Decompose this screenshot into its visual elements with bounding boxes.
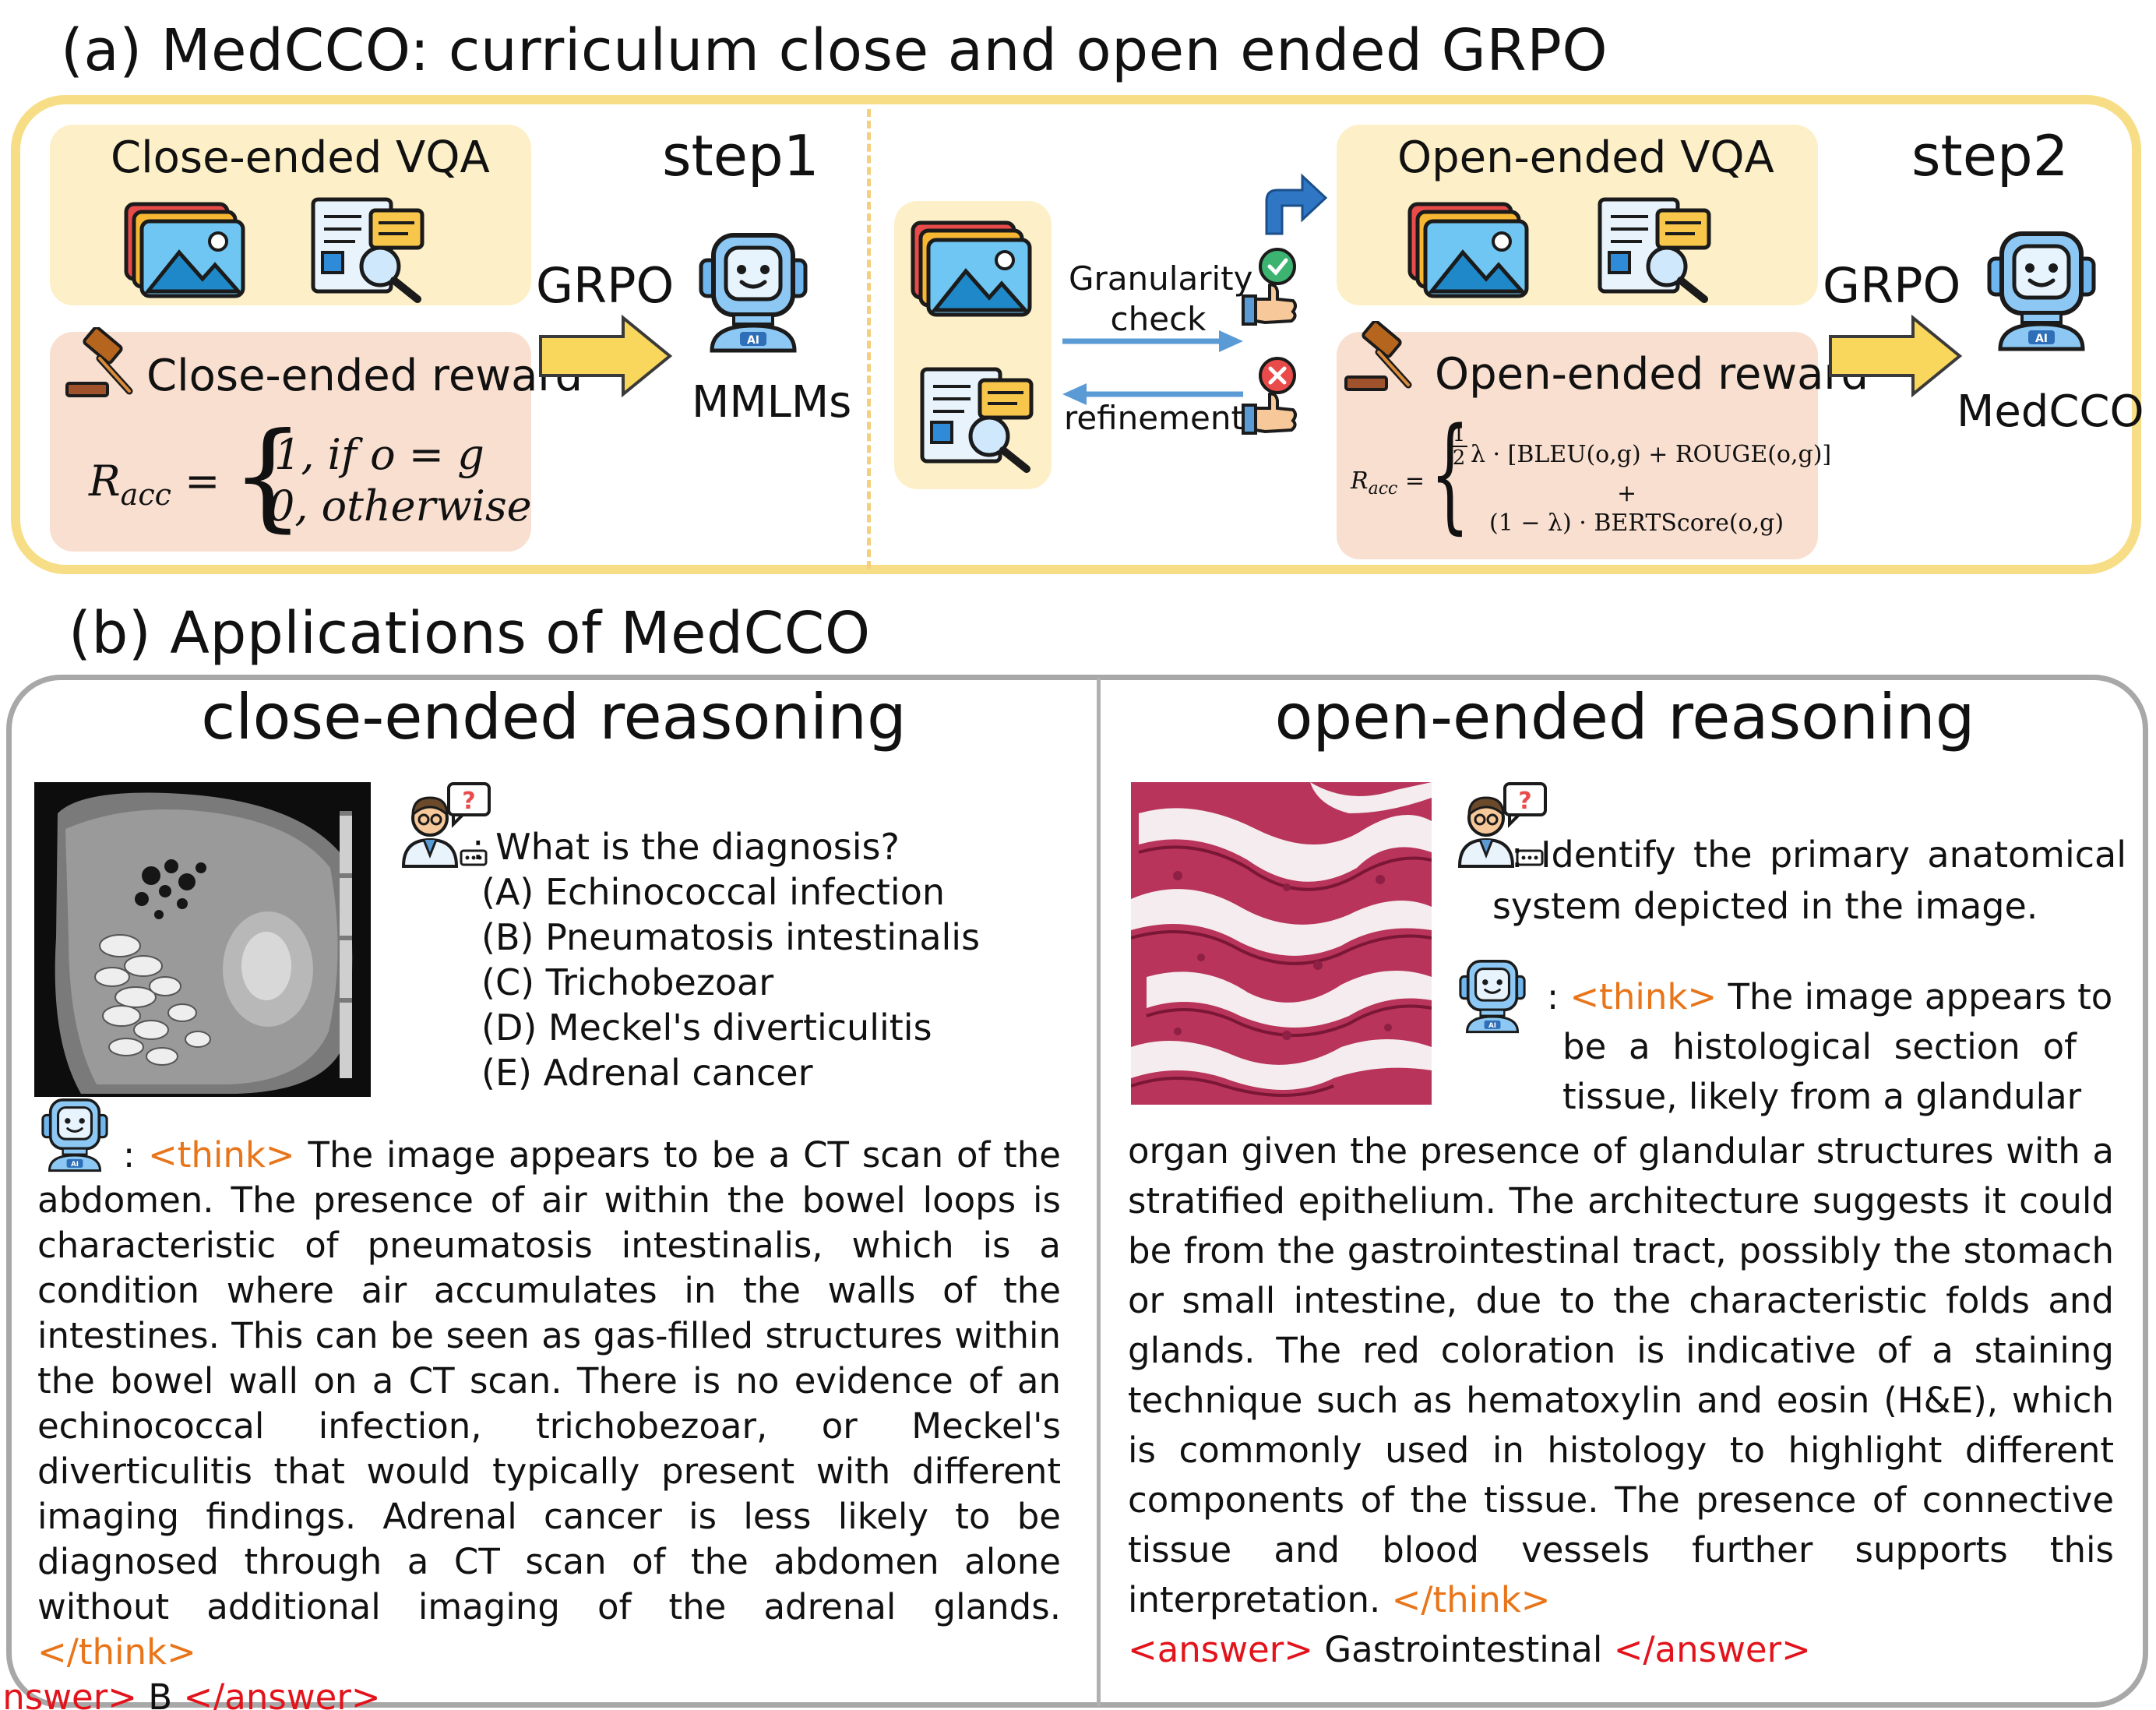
open-think-close: </think> [1391,1579,1551,1620]
open-formula-r: R [1351,467,1369,495]
open-reasoning-head: : <think> The image appears to be a hist… [1547,972,2112,1122]
panel-b-title: (b) Applications of MedCCO [69,600,871,667]
granularity-label: Granularity check [1069,259,1253,340]
close-answer-open: <answer> [0,1677,137,1710]
refinement-label: refinement [1064,399,1244,437]
panel-a-title: (a) MedCCO: curriculum close and open en… [61,17,1608,84]
open-reasoning-line1-wrap: : <think> The image appears to [1547,972,2112,1022]
close-reasoning-body: The image appears to be a CT scan of the… [37,1134,1061,1627]
open-reward-label: Open-ended reward [1435,349,1869,400]
close-formula-case1: 1, if o = g [274,430,484,479]
close-answer-close: </answer> [183,1677,381,1710]
robot-icon: AI [1459,960,1526,1034]
close-option-a: (A) Echinococcal infection [481,871,946,913]
open-reasoning-text: organ given the presence of glandular st… [1128,1126,2114,1675]
close-vqa-label: Close-ended VQA [111,132,490,183]
open-reasoning-line1: The image appears to [1717,976,2113,1017]
granularity-line1: Granularity [1069,259,1253,298]
gavel-icon [65,327,133,397]
robot-icon: AI [699,233,808,353]
close-reasoning-text: : <think> The image appears to be a CT s… [0,1133,1061,1710]
open-reasoning-line3: tissue, likely from a glandular [1562,1076,2082,1117]
svg-text:AI: AI [1488,1022,1496,1030]
open-question: : Identify the primary anatomical [1511,832,2126,877]
close-think-close: </think> [37,1631,196,1673]
close-formula-case2: 0, otherwise [268,481,532,531]
ct-scan-image [34,782,371,1097]
step1-label: step1 [662,123,819,189]
open-formula-frac: 1 2 [1450,424,1467,469]
svg-text:?: ? [462,788,475,815]
open-reasoning-body: organ given the presence of glandular st… [1128,1130,2114,1620]
step1-grpo-label: GRPO [536,257,675,314]
open-vqa-label: Open-ended VQA [1397,132,1774,183]
close-think-open: <think> [147,1134,295,1176]
open-formula-lhs: Racc = [1351,467,1425,499]
close-formula-r: R [89,457,121,506]
open-think-open: <think> [1569,976,1717,1017]
open-reasoning-line2: be a histological section of [1562,1026,2077,1067]
robot-icon: AI [41,1098,108,1172]
robot-icon: AI [1987,231,2096,351]
close-option-e: (E) Adrenal cancer [481,1052,813,1094]
step2-model-label: MedCCO [1957,386,2144,437]
refinement-arrow [1062,383,1243,405]
document-search-icon [920,367,1034,473]
panel-b-divider [1097,678,1101,1706]
close-options: (A) Echinococcal infection (B) Pneumatos… [481,869,980,1095]
image-stack-icon [1407,202,1529,298]
step2-grpo-label: GRPO [1823,257,1961,314]
open-question-line2: system depicted in the image. [1492,885,2038,927]
open-answer-close: </answer> [1613,1629,1811,1670]
close-formula-lhs: Racc = [89,457,220,512]
step1-grpo-arrow [539,314,673,398]
close-formula-brace: { [231,408,305,544]
open-formula-brace: { [1430,400,1470,546]
open-prefix: : [1547,976,1570,1017]
close-answer: B [136,1677,184,1710]
image-stack-icon [911,220,1032,317]
close-formula-sub: acc [120,477,171,512]
document-search-icon [311,197,425,303]
svg-text:?: ? [1518,788,1531,815]
open-formula-line1: λ · [BLEU(o,g) + ROUGE(o,g)] [1471,441,1832,468]
open-question-line1: : Identify the primary anatomical [1511,834,2126,876]
svg-text:AI: AI [747,334,759,347]
thumbs-down-cross-icon [1242,357,1297,435]
open-answer: Gastrointestinal [1312,1629,1614,1670]
panel-a-divider [867,109,871,569]
close-option-c: (C) Trichobezoar [481,961,774,1003]
open-answer-open: <answer> [1128,1629,1313,1670]
gavel-icon [1344,321,1412,391]
image-stack-icon [124,202,245,298]
granularity-line2: check [1110,300,1207,338]
step1-model-label: MMLMs [692,377,852,428]
doctor-question-icon: ? [401,782,491,868]
close-reasoning-heading: close-ended reasoning [201,681,907,753]
svg-text:AI: AI [2035,333,2048,345]
open-formula-frac-den: 2 [1452,446,1466,470]
open-formula-sub: acc [1368,479,1398,499]
doctor-question-icon: ? [1457,782,1547,868]
close-prefix: : [123,1134,148,1176]
step2-label: step2 [1911,123,2069,189]
open-formula-frac-num: 1 [1450,424,1467,447]
thumbs-up-check-icon [1242,248,1297,326]
open-formula-line2: (1 − λ) · BERTScore(o,g) [1489,509,1784,537]
open-formula-plus: + [1617,480,1637,507]
open-reasoning-heading: open-ended reasoning [1274,681,1975,753]
close-option-d: (D) Meckel's diverticulitis [481,1007,932,1049]
turn-up-arrow-icon [1265,173,1328,235]
open-reward-box [1337,332,1818,559]
granularity-arrow [1062,330,1243,352]
document-search-icon [1598,197,1711,303]
close-option-b: (B) Pneumatosis intestinalis [481,916,981,958]
histology-image [1131,782,1432,1105]
close-reward-label: Close-ended reward [146,351,583,401]
svg-text:AI: AI [71,1161,79,1169]
close-reward-box [50,332,531,552]
step2-grpo-arrow [1829,314,1963,398]
close-question: : What is the diagnosis? [472,826,900,868]
